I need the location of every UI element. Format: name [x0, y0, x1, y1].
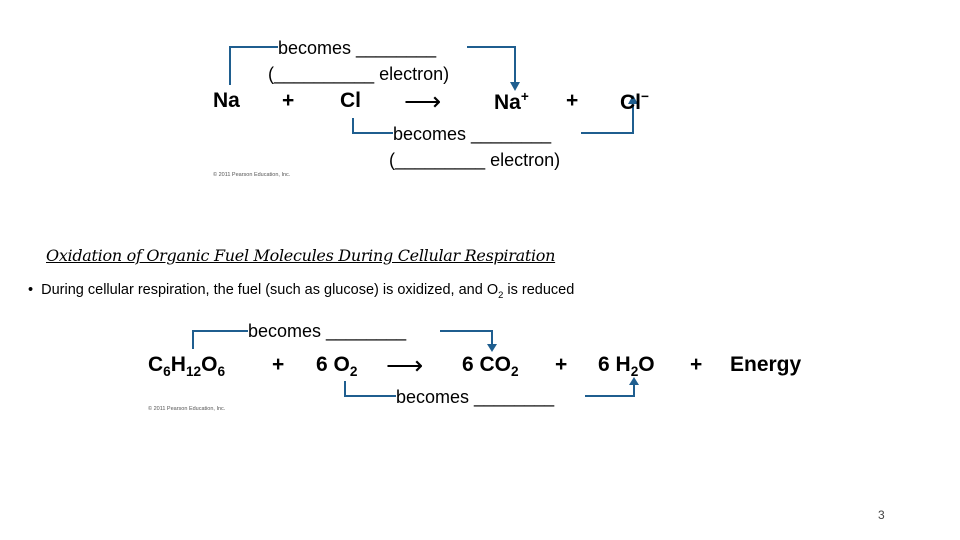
fig1-bottom-arrowhead	[628, 95, 638, 104]
bullet-subscript: 2	[498, 288, 504, 300]
fig2-plus-3: +	[690, 353, 703, 376]
co2-formula: 6 CO	[462, 353, 512, 376]
glucose-oxygen: O	[201, 353, 218, 376]
fig2-top-arrowhead	[487, 344, 497, 352]
fig1-bottom-connector-left	[352, 118, 393, 134]
glucose-carbon-sub: 6	[163, 364, 171, 380]
glucose-hydrogen: H	[170, 353, 186, 376]
fig1-chloride-ion: Cl−	[620, 89, 649, 115]
fig2-credit: © 2011 Pearson Education, Inc.	[148, 406, 226, 412]
glucose-carbon: C	[148, 353, 164, 376]
fig2-bottom-label: becomes ________	[396, 387, 555, 407]
fig1-sodium-ion-charge: +	[520, 89, 529, 104]
fig1-bottom-label-line2: (_________ electron)	[389, 150, 561, 170]
fig1-sodium-ion-symbol: Na	[494, 91, 521, 114]
fig1-chloride-ion-symbol: Cl	[620, 91, 641, 114]
fig1-top-label-line2: (__________ electron)	[268, 64, 450, 84]
fig2-carbon-dioxide: 6 CO2	[462, 353, 519, 379]
fig2-top-connector-right	[440, 330, 493, 346]
fig2-energy: Energy	[730, 353, 802, 376]
fig1-plus-1: +	[282, 89, 295, 112]
fig1-bottom-label-line1: becomes ________	[393, 124, 552, 144]
fig2-top-connector-left	[192, 330, 248, 349]
fig2-water: 6 H2O	[598, 353, 655, 379]
glucose-hydrogen-sub: 12	[185, 364, 202, 380]
fig2-plus-1: +	[272, 353, 285, 376]
fig2-bottom-arrowhead	[629, 377, 639, 385]
fig1-sodium: Na	[213, 89, 240, 112]
fig1-credit: © 2011 Pearson Education, Inc.	[213, 172, 291, 178]
fig2-bottom-connector-right	[585, 383, 635, 397]
fig1-top-arrowhead	[510, 82, 520, 91]
fig1-top-connector-left	[229, 46, 278, 85]
water-sub: 2	[630, 364, 639, 380]
glucose-oxygen-sub: 6	[217, 364, 226, 380]
fig1-top-connector-right	[467, 46, 516, 84]
page-number: 3	[878, 508, 885, 522]
oxygen-sub: 2	[349, 364, 358, 380]
fig1-sodium-ion: Na+	[494, 89, 529, 115]
co2-sub: 2	[511, 364, 519, 380]
fig1-reaction-arrow: ⟶	[404, 86, 442, 116]
fig2-reaction-arrow: ⟶	[386, 350, 424, 380]
bullet-text-before: During cellular respiration, the fuel (s…	[41, 282, 499, 298]
water-formula: 6 H	[598, 353, 631, 376]
fig2-oxygen: 6 O2	[316, 353, 357, 379]
oxygen-formula: 6 O	[316, 353, 350, 376]
fig2-top-label: becomes ________	[248, 321, 407, 341]
bullet-glyph: •	[28, 282, 34, 298]
water-oxygen: O	[638, 353, 655, 376]
bullet-text-after: is reduced	[503, 282, 575, 298]
fig1-chlorine: Cl	[340, 89, 361, 112]
fig2-glucose: C6H12O6	[148, 353, 225, 379]
fig1-plus-2: +	[566, 89, 579, 112]
bullet-item: • During cellular respiration, the fuel …	[28, 282, 574, 300]
section-heading: Oxidation of Organic Fuel Molecules Duri…	[46, 246, 556, 265]
fig1-chloride-ion-charge: −	[641, 89, 649, 104]
fig1-bottom-connector-right	[581, 102, 634, 134]
fig2-bottom-connector-left	[344, 381, 396, 397]
fig1-top-label-line1: becomes ________	[278, 38, 437, 58]
fig2-plus-2: +	[555, 353, 568, 376]
